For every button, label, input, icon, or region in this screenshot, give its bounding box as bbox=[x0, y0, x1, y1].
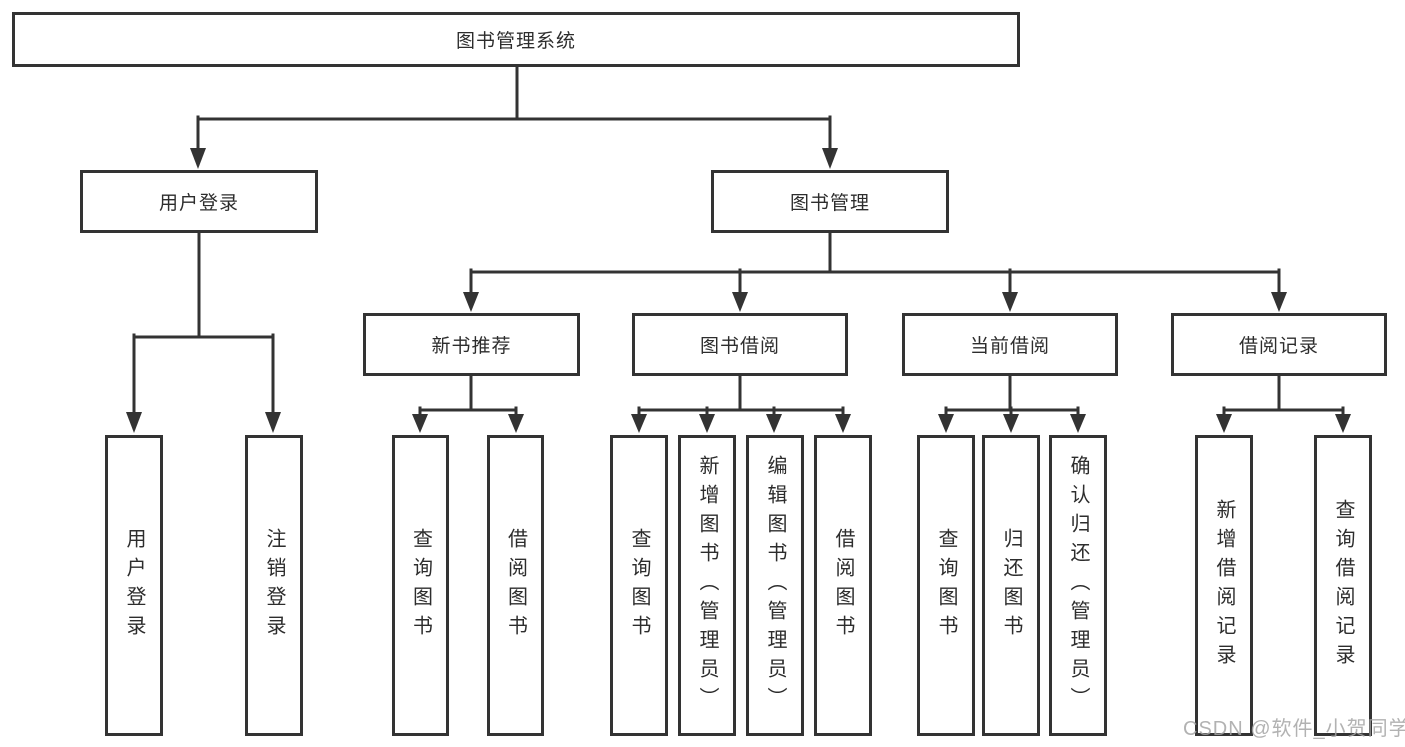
leaf-borrow-book-recommend: 借阅图书 bbox=[487, 435, 544, 736]
leaf-query-book-borrowing: 查询图书 bbox=[610, 435, 668, 736]
node-user-login-group: 用户登录 bbox=[80, 170, 318, 233]
node-book-borrowing: 图书借阅 bbox=[632, 313, 848, 376]
node-borrow-records: 借阅记录 bbox=[1171, 313, 1387, 376]
leaf-label: 借阅图书 bbox=[504, 527, 527, 644]
leaf-label: 借阅图书 bbox=[832, 527, 854, 644]
leaf-label: 查询图书 bbox=[628, 527, 650, 644]
leaf-edit-book-admin: 编辑图书（管理员） bbox=[746, 435, 804, 736]
leaf-label: 确认归还（管理员） bbox=[1067, 455, 1089, 716]
node-new-book-recommend: 新书推荐 bbox=[363, 313, 580, 376]
leaf-add-book-admin: 新增图书（管理员） bbox=[678, 435, 736, 736]
leaf-query-book-current: 查询图书 bbox=[917, 435, 975, 736]
node-current-borrowing: 当前借阅 bbox=[902, 313, 1118, 376]
leaf-label: 归还图书 bbox=[1000, 527, 1022, 644]
leaf-return-book: 归还图书 bbox=[982, 435, 1040, 736]
leaf-logout: 注销登录 bbox=[245, 435, 303, 736]
leaf-label: 编辑图书（管理员） bbox=[764, 455, 786, 716]
leaf-query-book-recommend: 查询图书 bbox=[392, 435, 449, 736]
leaf-label: 注销登录 bbox=[263, 527, 285, 644]
node-book-management: 图书管理 bbox=[711, 170, 949, 233]
node-library-management-system: 图书管理系统 bbox=[12, 12, 1020, 67]
leaf-borrow-book: 借阅图书 bbox=[814, 435, 872, 736]
leaf-confirm-return-admin: 确认归还（管理员） bbox=[1049, 435, 1107, 736]
leaf-label: 查询图书 bbox=[935, 527, 957, 644]
leaf-query-borrow-record: 查询借阅记录 bbox=[1314, 435, 1372, 736]
csdn-watermark: CSDN @软件_小贺同学 bbox=[1183, 718, 1405, 740]
leaf-add-borrow-record: 新增借阅记录 bbox=[1195, 435, 1253, 736]
leaf-user-login: 用户登录 bbox=[105, 435, 163, 736]
leaf-label: 查询图书 bbox=[409, 527, 432, 644]
leaf-label: 新增借阅记录 bbox=[1213, 498, 1235, 673]
leaf-label: 用户登录 bbox=[123, 527, 145, 644]
leaf-label: 查询借阅记录 bbox=[1332, 498, 1354, 673]
leaf-label: 新增图书（管理员） bbox=[696, 455, 718, 716]
